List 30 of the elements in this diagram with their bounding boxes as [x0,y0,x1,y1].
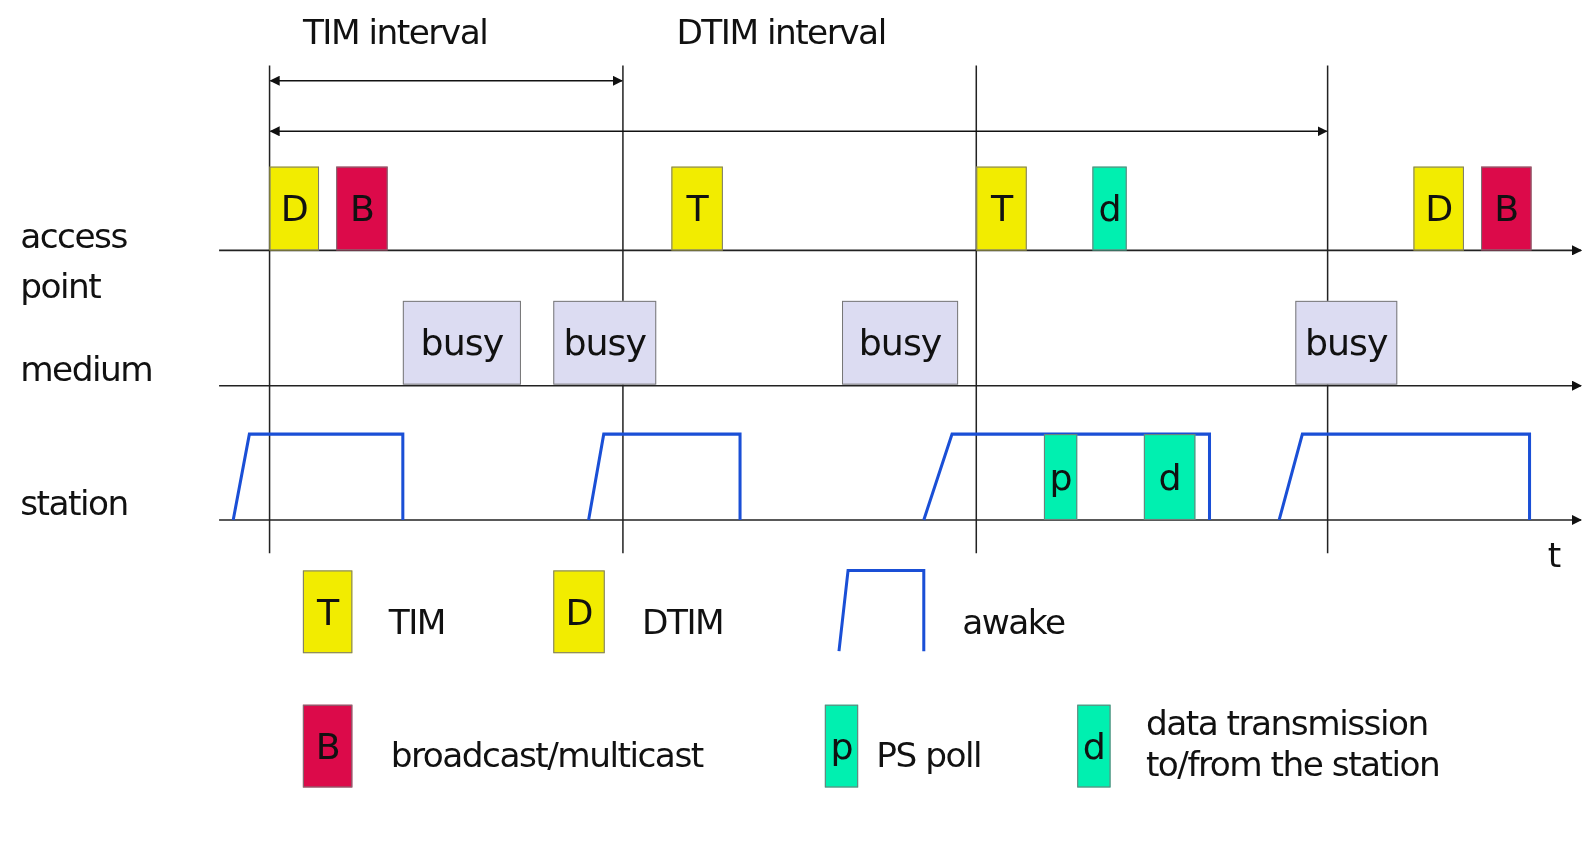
frame-box: D [269,166,320,251]
legend-swatch: d [1077,704,1111,788]
swatch-caption: data transmission to/from the station [1145,702,1441,786]
busy-box: busy [842,300,959,385]
frame-box: T [671,166,723,251]
row-label: access point [20,215,128,309]
swatch-caption: broadcast/multicast [390,735,705,777]
swatch-caption: DTIM [642,601,725,643]
legend-swatch: p [824,704,859,788]
swatch-caption: TIM [388,601,446,643]
busy-box: busy [402,300,521,385]
busy-box: busy [553,300,657,385]
axis-label: t [1547,535,1562,577]
row-label: medium [20,348,154,390]
legend-label: awake [962,601,1065,643]
frame-box: D [1413,166,1464,251]
frame-box: d [1143,434,1196,520]
frame-box: B [1481,166,1532,251]
legend-swatch: B [302,704,353,788]
busy-box: busy [1295,300,1398,385]
interval-label: DTIM interval [676,12,887,54]
swatch-caption: PS poll [876,735,982,777]
legend-swatch: T [302,570,353,654]
legend-swatch: D [553,570,605,654]
frame-box: T [976,166,1027,251]
frame-box: B [336,166,388,251]
interval-label: TIM interval [302,12,489,54]
row-label: station [20,482,129,524]
frame-box: p [1043,434,1078,520]
frame-box: d [1092,166,1127,251]
